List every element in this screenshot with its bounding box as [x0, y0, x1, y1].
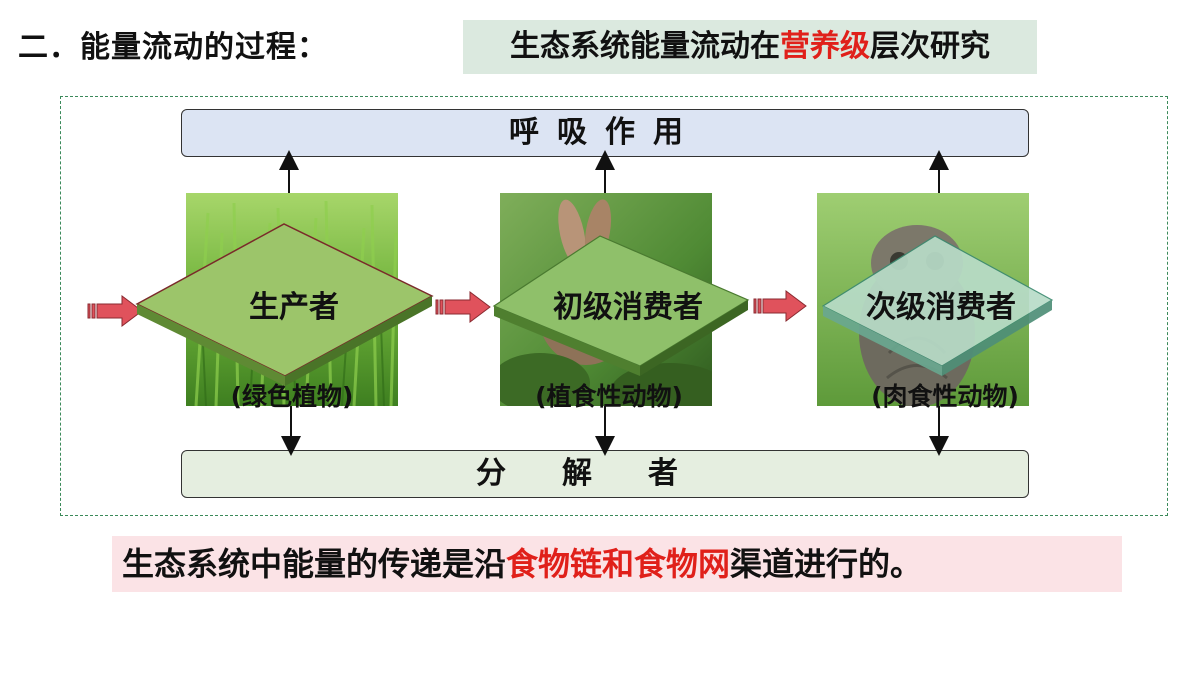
- producer-sublabel: (绿色植物): [230, 382, 354, 411]
- conclusion-box: 生态系统中能量的传递是沿食物链和食物网渠道进行的。: [112, 536, 1122, 592]
- producer-label: 生产者: [249, 290, 339, 325]
- primary-consumer-sublabel: (植食性动物): [535, 382, 683, 411]
- secondary-consumer-plate: [821, 235, 1054, 376]
- diagram-frame: [60, 96, 1168, 516]
- primary-consumer-plate: [492, 235, 750, 376]
- decomposer-bar: 分解者: [181, 450, 1029, 498]
- subtitle-highlight: 营养级: [780, 29, 870, 64]
- transfer-arrow-1: [435, 291, 491, 323]
- producer-plate: [135, 223, 434, 386]
- transfer-arrow-2: [753, 290, 807, 322]
- energy-input-arrow: [87, 295, 143, 327]
- secondary-consumer-sublabel: (肉食性动物): [871, 382, 1019, 411]
- conclusion-highlight: 食物链和食物网: [506, 545, 731, 583]
- subtitle-box: 生态系统能量流动在营养级层次研究: [463, 20, 1037, 74]
- secondary-consumer-label: 次级消费者: [866, 290, 1016, 325]
- section-heading: 二．能量流动的过程：: [18, 30, 328, 65]
- conclusion-text-end: 渠道进行的。: [730, 545, 923, 583]
- primary-consumer-label: 初级消费者: [553, 290, 703, 325]
- subtitle-text: 生态系统能量流动在: [510, 29, 780, 64]
- conclusion-text: 生态系统中能量的传递是沿: [122, 545, 507, 583]
- subtitle-text-end: 层次研究: [870, 29, 990, 64]
